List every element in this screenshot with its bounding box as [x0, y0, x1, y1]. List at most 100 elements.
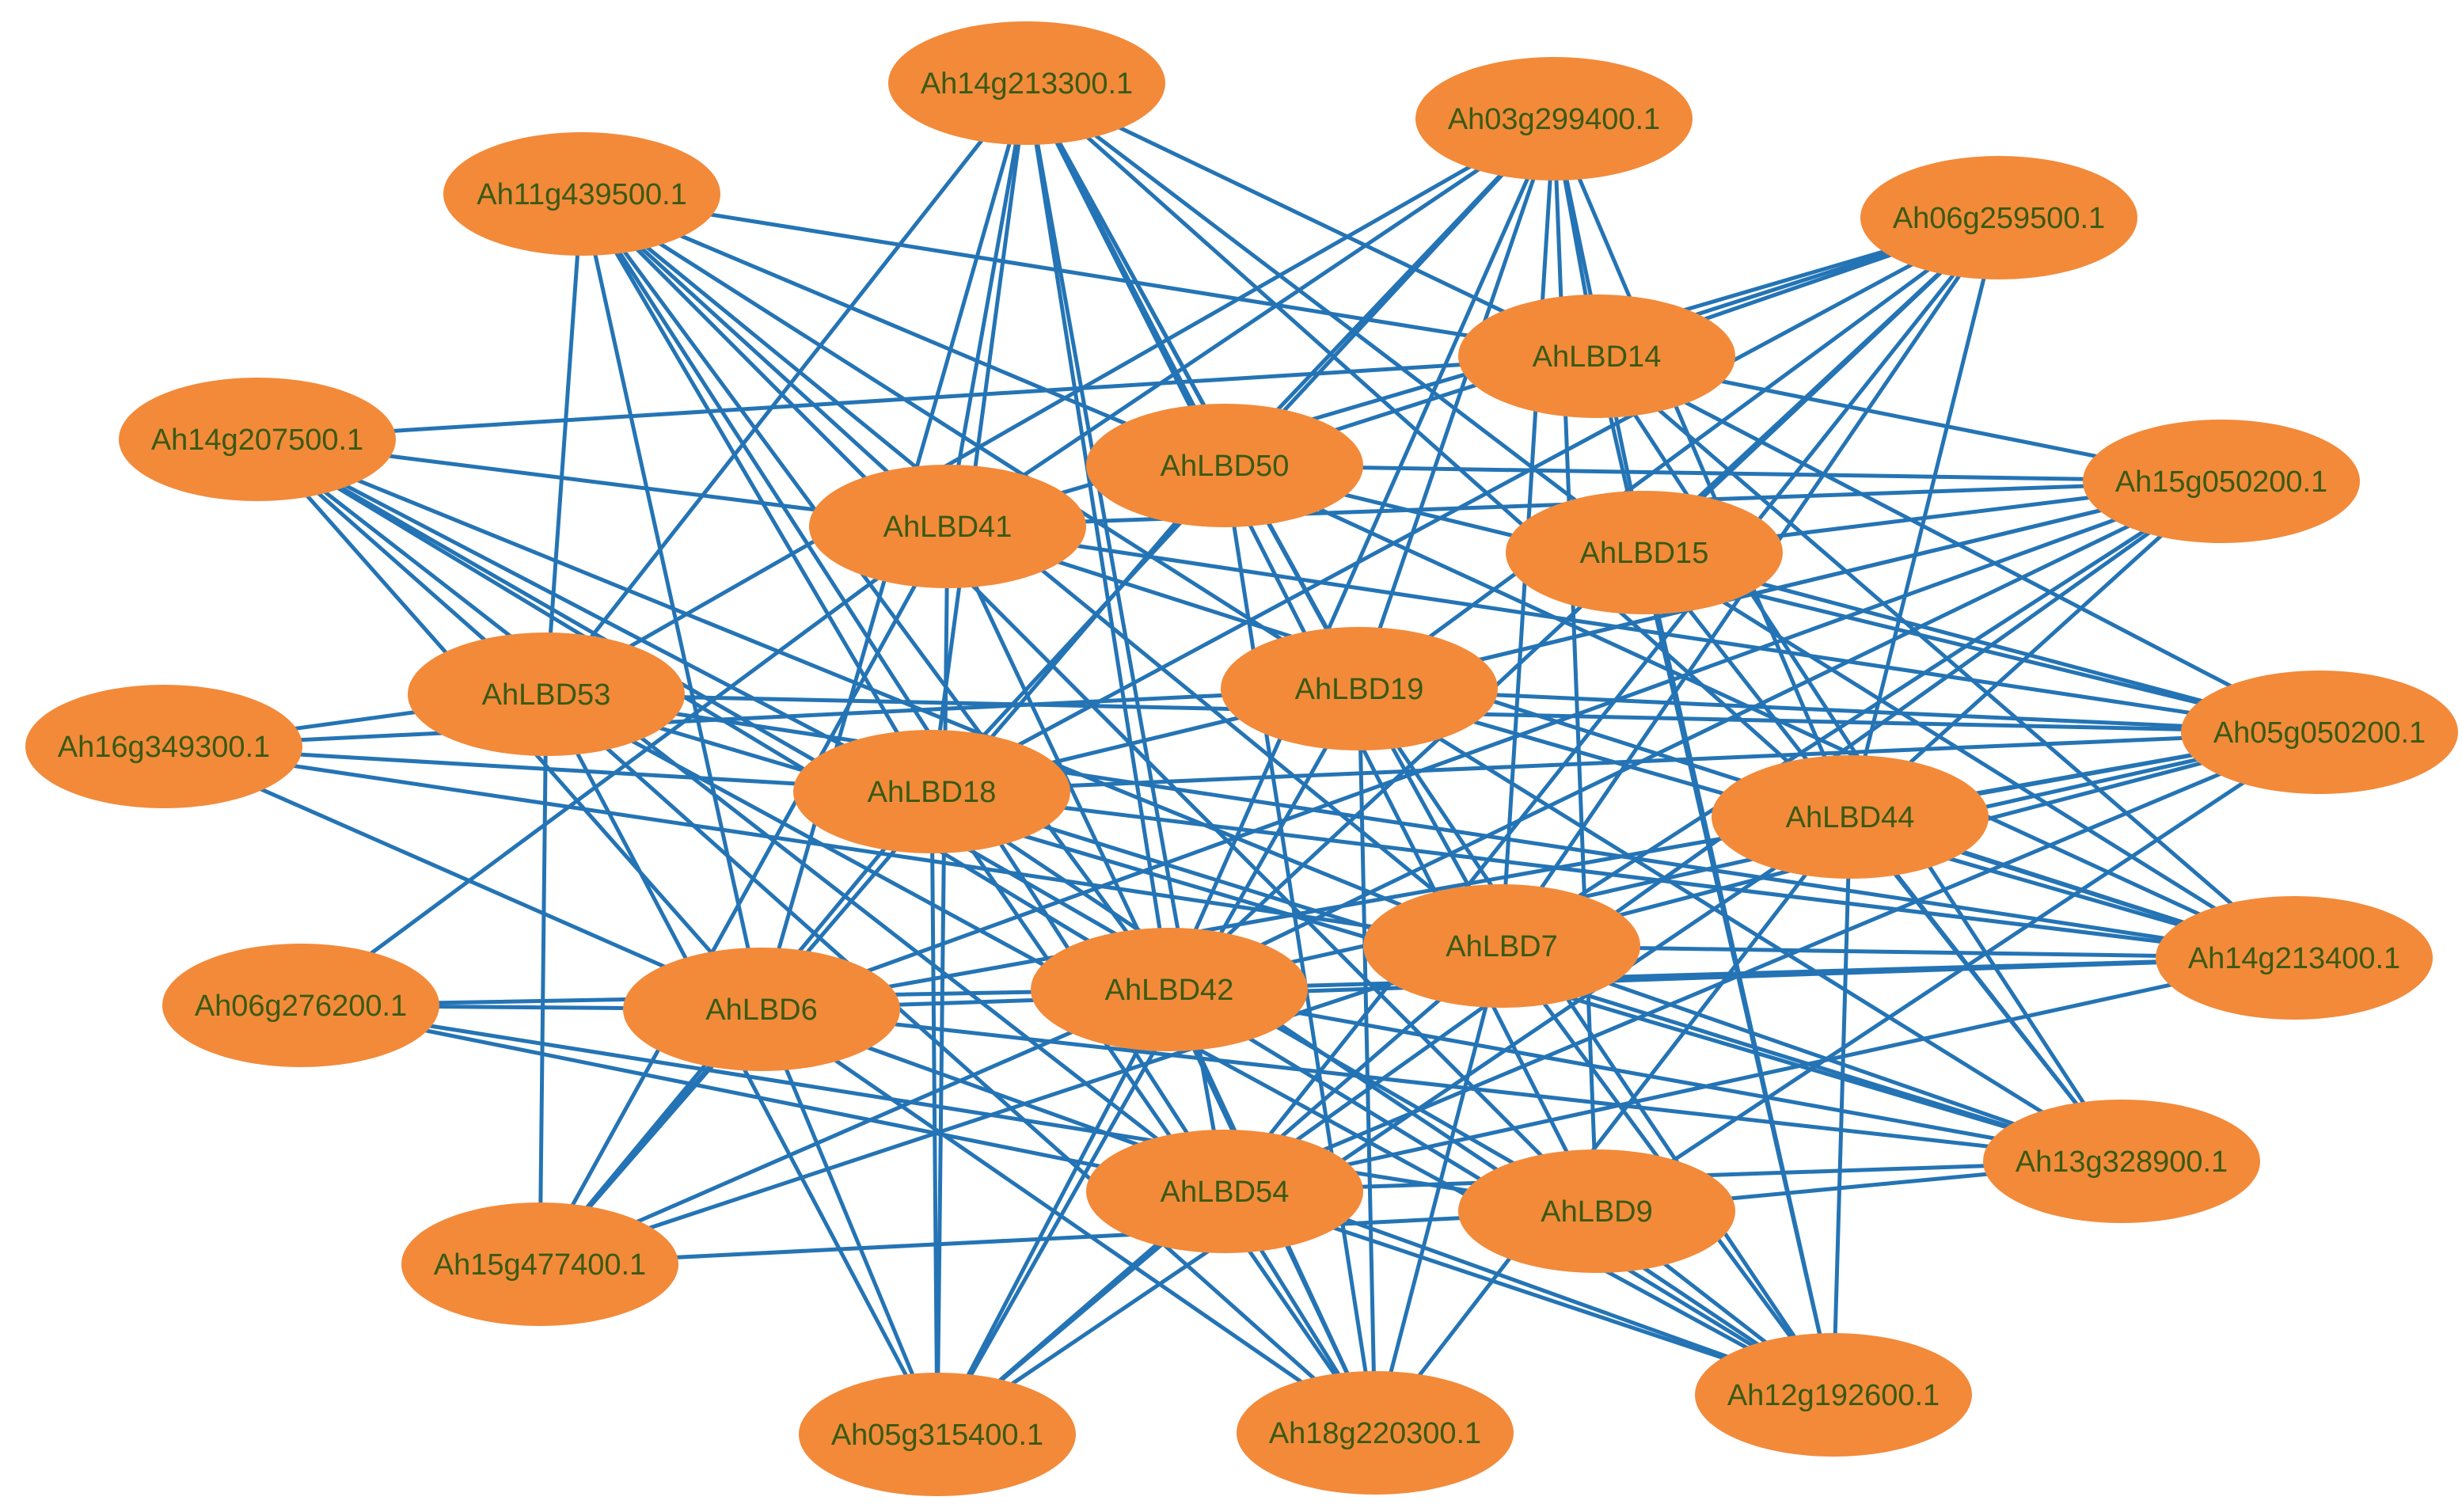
node-label: Ah18g220300.1 [1269, 1417, 1481, 1450]
node-ellipse [1086, 1130, 1363, 1253]
node-label: AhLBD15 [1580, 537, 1709, 570]
edge-Ah15g477400-AhLBD9 [538, 1209, 1599, 1267]
edge-Ah05g050200-AhLBD41 [945, 524, 2322, 735]
edge-Ah14g213400-AhLBD53 [544, 692, 2297, 960]
edge-Ah05g315400-AhLBD19 [935, 686, 1362, 1437]
node-label: AhLBD14 [1533, 340, 1662, 374]
node-label: Ah14g207500.1 [151, 424, 363, 457]
node-ellipse [888, 21, 1165, 145]
node-ellipse [119, 378, 396, 501]
edge-Ah05g050200-AhLBD42 [1167, 730, 2322, 992]
node-Ah18g220300: Ah18g220300.1 [1237, 1371, 1514, 1495]
node-label: Ah15g050200.1 [2115, 465, 2327, 499]
edge-Ah03g299400-AhLBD53 [544, 116, 1556, 697]
node-ellipse [1458, 294, 1735, 418]
edge-Ah14g207500-AhLBD18 [255, 437, 934, 794]
edge-Ah05g050200-AhLBD9 [1594, 730, 2322, 1214]
node-ellipse [401, 1202, 678, 1326]
node-AhLBD42: AhLBD42 [1031, 928, 1308, 1051]
edge-Ah15g477400-AhLBD7 [538, 944, 1504, 1267]
edge-Ah18g220300-AhLBD18 [929, 789, 1377, 1435]
node-ellipse [1458, 1149, 1735, 1273]
edge-Ah13g328900-AhLBD6 [759, 1007, 2124, 1164]
node-label: Ah14g213400.1 [2188, 942, 2400, 975]
node-ellipse [623, 948, 900, 1071]
edge-Ah03g299400-AhLBD41 [945, 116, 1556, 529]
edge-Ah14g213400-AhLBD18 [929, 789, 2297, 960]
edge-Ah16g349300-AhLBD6 [161, 744, 764, 1012]
node-ellipse [1221, 627, 1498, 750]
edge-Ah15g050200-AhLBD44 [1848, 479, 2224, 819]
edge-Ah13g328900-AhLBD19 [1357, 686, 2124, 1164]
node-AhLBD50: AhLBD50 [1086, 404, 1363, 527]
edge-Ah14g213300-AhLBD42 [1024, 81, 1172, 992]
edge-Ah11g439500-AhLBD6 [579, 192, 764, 1012]
edge-Ah11g439500-AhLBD53 [544, 192, 584, 697]
node-ellipse [2181, 671, 2458, 794]
edge-Ah14g213300-AhLBD44 [1024, 81, 1852, 819]
node-label: AhLBD6 [705, 993, 818, 1027]
node-AhLBD44: AhLBD44 [1712, 755, 1989, 879]
edge-Ah12g192600-AhLBD19 [1357, 686, 1836, 1397]
edge-Ah14g213400-AhLBD42 [1167, 955, 2297, 992]
edge-Ah15g477400-AhLBD50 [538, 463, 1227, 1267]
node-Ah12g192600: Ah12g192600.1 [1695, 1333, 1972, 1457]
edge-Ah03g299400-AhLBD44 [1552, 116, 1852, 819]
edge-Ah06g259500-AhLBD54 [1222, 215, 2001, 1194]
edge-Ah05g050200-AhLBD18 [929, 730, 2322, 794]
edge-Ah14g213300-AhLBD15 [1024, 81, 1647, 555]
edge-Ah18g220300-AhLBD7 [1373, 944, 1504, 1435]
edge-Ah18g220300-AhLBD50 [1222, 463, 1377, 1435]
node-label: Ah06g276200.1 [195, 990, 407, 1023]
edge-Ah18g220300-AhLBD53 [544, 692, 1377, 1435]
node-Ah05g050200: Ah05g050200.1 [2181, 671, 2458, 794]
node-Ah03g299400: Ah03g299400.1 [1415, 57, 1693, 180]
node-ellipse [1860, 156, 2137, 279]
node-ellipse [443, 132, 720, 256]
node-label: Ah05g050200.1 [2213, 716, 2426, 750]
node-label: AhLBD7 [1446, 930, 1558, 963]
edge-Ah05g315400-AhLBD41 [935, 524, 950, 1437]
node-label: AhLBD53 [482, 678, 611, 712]
edge-Ah18g220300-AhLBD19 [1357, 686, 1377, 1435]
node-ellipse [162, 944, 439, 1067]
node-label: AhLBD44 [1786, 801, 1915, 834]
node-ellipse [1415, 57, 1693, 180]
node-layer: Ah14g213300.1Ah03g299400.1Ah11g439500.1A… [25, 21, 2458, 1496]
node-ellipse [793, 730, 1070, 853]
edge-Ah14g207500-AhLBD42 [255, 437, 1172, 992]
edge-Ah15g050200-AhLBD6 [759, 479, 2224, 1012]
node-label: AhLBD42 [1105, 974, 1234, 1007]
edge-Ah12g192600-AhLBD18 [929, 789, 1836, 1397]
node-label: AhLBD18 [868, 776, 997, 809]
node-ellipse [2083, 420, 2360, 543]
node-AhLBD41: AhLBD41 [809, 465, 1086, 588]
edge-Ah14g207500-AhLBD14 [255, 354, 1599, 442]
edge-Ah15g050200-AhLBD7 [1499, 479, 2224, 948]
node-ellipse [799, 1373, 1076, 1496]
node-label: AhLBD9 [1541, 1195, 1653, 1229]
node-AhLBD9: AhLBD9 [1458, 1149, 1735, 1273]
node-AhLBD54: AhLBD54 [1086, 1130, 1363, 1253]
edge-Ah14g213300-AhLBD14 [1024, 81, 1599, 359]
edge-Ah13g328900-AhLBD42 [1167, 987, 2124, 1164]
node-AhLBD53: AhLBD53 [408, 633, 685, 756]
node-label: Ah16g349300.1 [58, 731, 270, 764]
edge-Ah14g207500-AhLBD7 [255, 437, 1504, 948]
edge-Ah15g477400-AhLBD41 [538, 524, 950, 1267]
node-Ah06g259500: Ah06g259500.1 [1860, 156, 2137, 279]
edge-Ah18g220300-AhLBD6 [759, 1007, 1377, 1435]
node-Ah05g315400: Ah05g315400.1 [799, 1373, 1076, 1496]
node-Ah15g477400: Ah15g477400.1 [401, 1202, 678, 1326]
node-Ah14g213400: Ah14g213400.1 [2156, 896, 2433, 1020]
edge-Ah11g439500-AhLBD14 [579, 192, 1599, 359]
node-AhLBD18: AhLBD18 [793, 730, 1070, 853]
node-ellipse [1363, 884, 1640, 1008]
edge-Ah05g050200-AhLBD14 [1594, 354, 2322, 735]
edge-Ah11g439500-AhLBD50 [579, 192, 1227, 468]
edge-Ah14g207500-AhLBD54 [255, 437, 1227, 1194]
node-label: Ah06g259500.1 [1893, 202, 2105, 235]
node-label: Ah12g192600.1 [1727, 1379, 1940, 1412]
edge-Ah05g050200-AhLBD50 [1222, 463, 2322, 735]
